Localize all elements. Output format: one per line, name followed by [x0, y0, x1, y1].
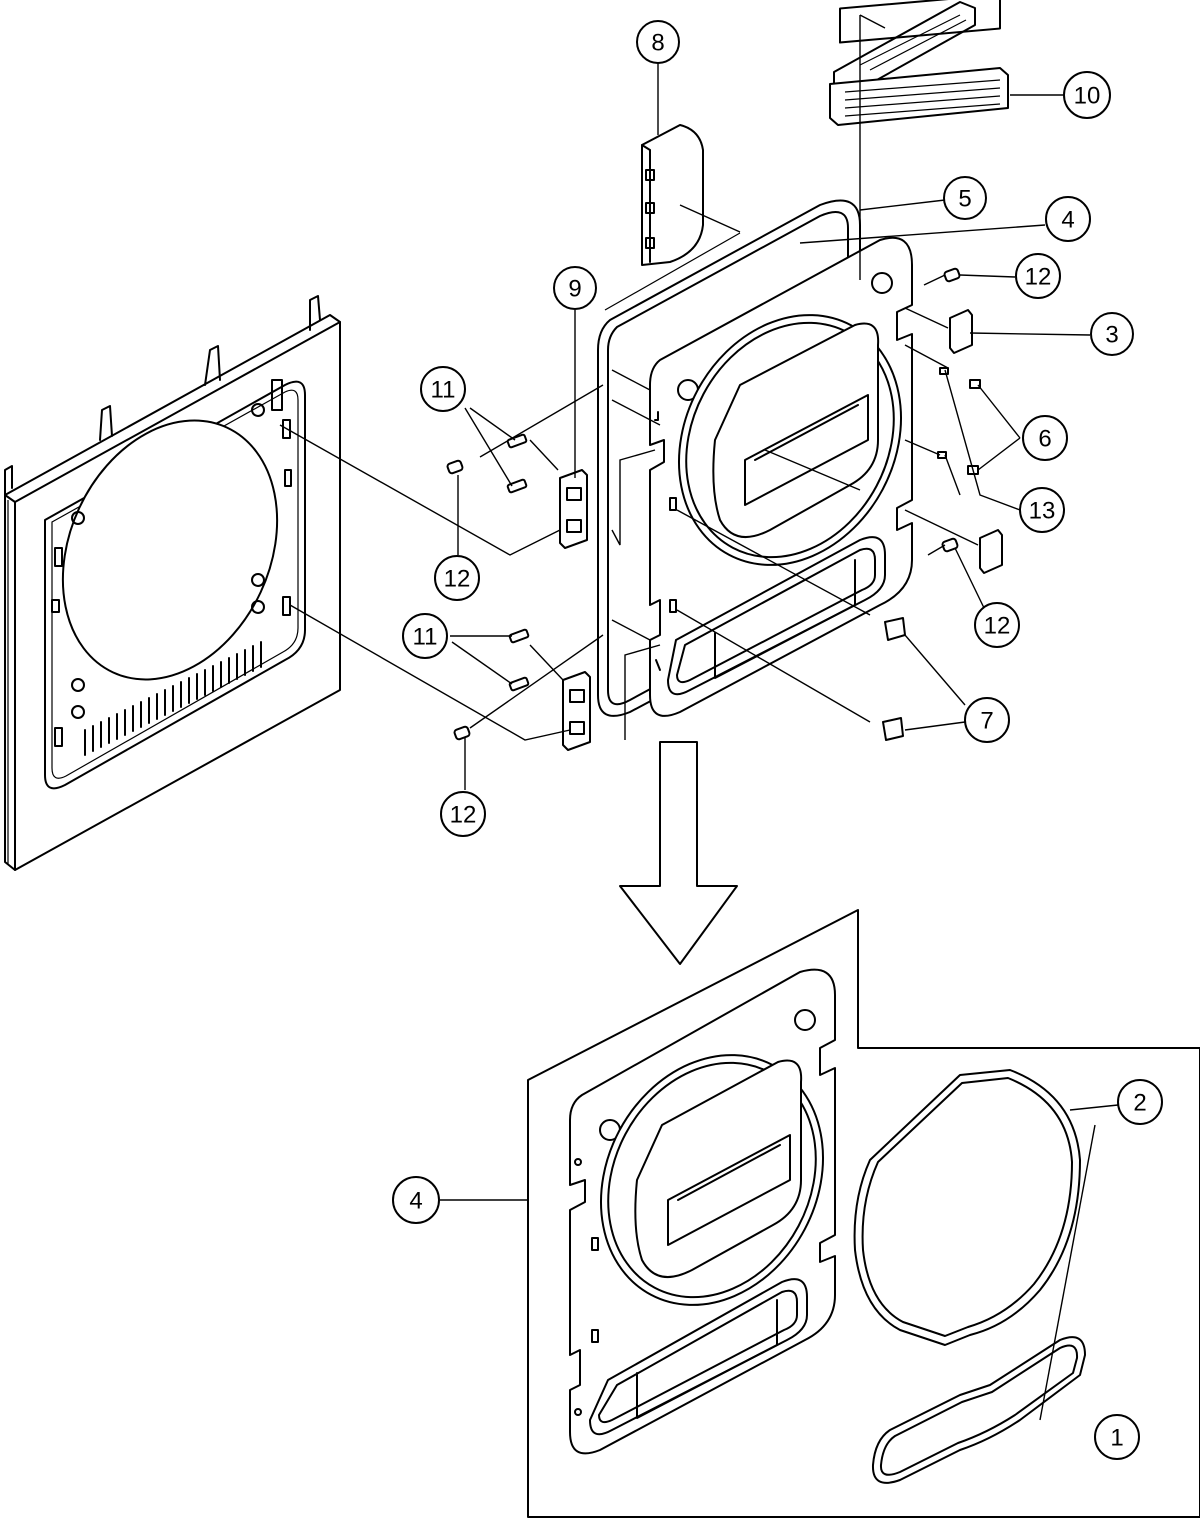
callout-leaders [440, 60, 1119, 1421]
callouts: 8 10 5 4 9 12 3 11 [392, 20, 1163, 1460]
callout-3-label: 3 [1105, 322, 1118, 349]
vent-slots [84, 641, 262, 756]
callout-12-mid-left: 12 [434, 555, 480, 601]
assembly-lines [279, 14, 979, 741]
callout-10-label: 10 [1074, 83, 1101, 110]
callout-4-top-label: 4 [1061, 207, 1074, 234]
callout-12-bottom-left: 12 [440, 791, 486, 837]
callout-12-mid-left-label: 12 [444, 566, 471, 593]
callout-5: 5 [943, 176, 987, 220]
callout-11-top-label: 11 [431, 377, 456, 404]
callout-2-label: 2 [1133, 1090, 1146, 1117]
callout-12-top-right-label: 12 [1025, 264, 1052, 291]
drum-seal-ring [853, 1069, 1081, 1346]
callout-12-mid-right: 12 [974, 602, 1020, 648]
callout-2: 2 [1117, 1079, 1163, 1125]
callout-11-bottom: 11 [402, 613, 448, 659]
door-inner-panel-top [649, 236, 913, 717]
callout-8: 8 [636, 20, 680, 64]
callout-1-label: 1 [1110, 1425, 1123, 1452]
callout-8-label: 8 [651, 30, 664, 57]
callout-1: 1 [1094, 1414, 1140, 1460]
hinge-upper [559, 469, 588, 549]
assembly-arrow [619, 741, 738, 965]
callout-5-label: 5 [958, 186, 971, 213]
callout-4-bottom-label: 4 [409, 1188, 422, 1215]
detail-box [527, 909, 1200, 1518]
handle-cover [641, 124, 704, 266]
callout-12-mid-right-label: 12 [984, 613, 1011, 640]
callout-10: 10 [1063, 71, 1111, 119]
callout-11-top: 11 [420, 366, 466, 412]
callout-3: 3 [1090, 312, 1134, 356]
callout-13-label: 13 [1029, 498, 1056, 525]
door-inner-panel-detail [569, 968, 836, 1455]
lint-duct-seal [871, 1336, 1086, 1484]
screws [446, 267, 961, 741]
callout-6: 6 [1022, 415, 1068, 461]
callout-12-top-right: 12 [1015, 253, 1061, 299]
callout-13: 13 [1019, 487, 1065, 533]
callout-9-label: 9 [568, 276, 581, 303]
hinge-lower [562, 671, 591, 751]
callout-6-label: 6 [1038, 426, 1051, 453]
callout-11-bottom-label: 11 [413, 624, 438, 651]
callout-4-top: 4 [1045, 196, 1091, 242]
callout-7-label: 7 [980, 708, 993, 735]
lint-filter [829, 0, 1009, 126]
callout-4-bottom: 4 [392, 1176, 440, 1224]
callout-12-bottom-left-label: 12 [450, 802, 477, 829]
callout-7: 7 [964, 697, 1010, 743]
front-panel [4, 295, 341, 871]
callout-9: 9 [553, 266, 597, 310]
